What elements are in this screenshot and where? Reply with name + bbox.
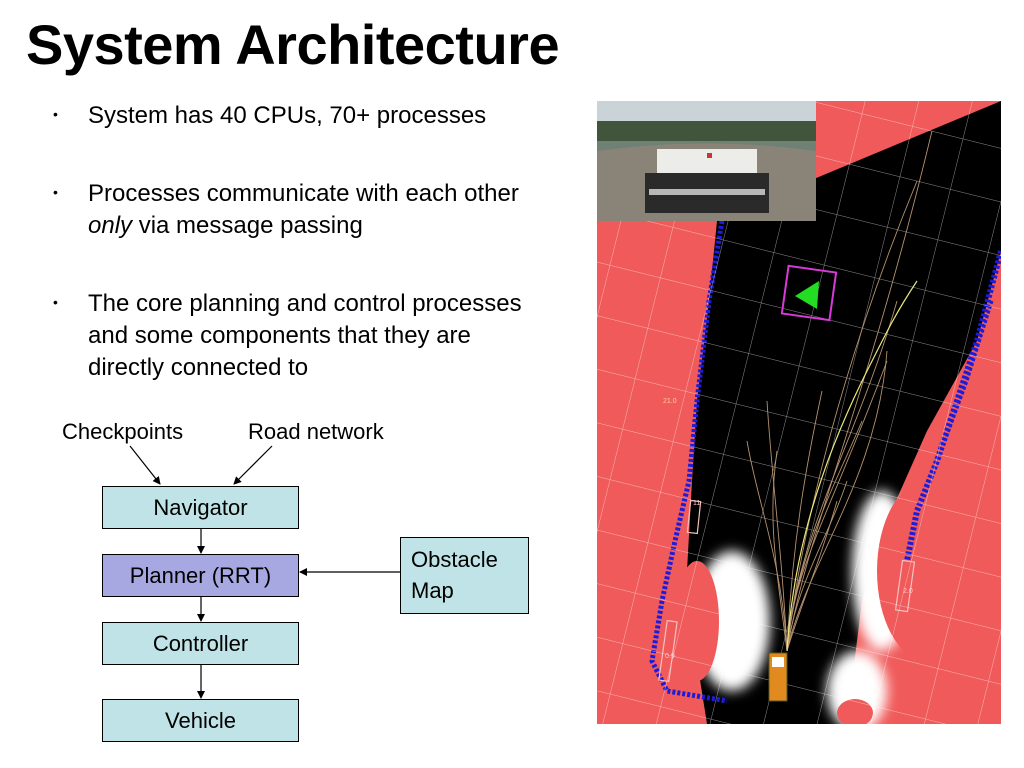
planning-visualization: 21.0 11 2.0 0.9 (597, 101, 1001, 724)
diagram-arrows (129, 445, 400, 699)
bullet-text-part: System has 40 CPUs, 70+ processes (88, 102, 487, 129)
obstacle-map-line: Map (411, 578, 454, 603)
map-label: 21.0 (663, 398, 677, 405)
arrow-checkpoints-to-navigator (129, 445, 161, 485)
tracked-obstacle (686, 499, 702, 535)
tracked-obstacle (894, 559, 916, 613)
map-label: 2.0 (903, 588, 913, 595)
checkpoints-label: Checkpoints (62, 419, 184, 444)
navigator-box: Navigator (102, 486, 299, 529)
bullet-text: The core planning and control processes … (88, 288, 528, 384)
bullet-dot-icon: • (53, 294, 58, 310)
goal-arrow-icon (795, 281, 819, 309)
slide-title: System Architecture (26, 13, 560, 76)
road-network-label: Road network (248, 419, 384, 444)
rrt-tree (746, 130, 933, 652)
obstacle-map-line: Obstacle (411, 547, 498, 572)
vehicle-sensor (772, 657, 784, 667)
bullet-text: Processes communicate with each other on… (88, 178, 568, 242)
bullet-dot-icon: • (53, 106, 58, 122)
tracked-obstacle (658, 619, 678, 683)
bullet-dot-icon: • (53, 184, 58, 200)
obstacle-map-box: Obstacle Map (400, 537, 529, 614)
camera-inset (597, 101, 816, 221)
bullet-text-part: via message passing (132, 212, 363, 239)
bullet-text-part: Processes communicate with each other (88, 180, 519, 207)
map-label: 11 (693, 500, 700, 507)
bullet-emphasis: only (88, 212, 133, 239)
controller-box: Controller (102, 622, 299, 665)
bullet-text: System has 40 CPUs, 70+ processes (88, 100, 568, 132)
selected-path (786, 280, 918, 652)
map-label: 0.9 (665, 653, 675, 660)
arrow-road-to-navigator (233, 445, 273, 485)
vehicle-box: Vehicle (102, 699, 299, 742)
bullet-text-part: The core planning and control processes … (88, 290, 522, 381)
planner-box: Planner (RRT) (102, 554, 299, 597)
goal-region (780, 264, 838, 322)
